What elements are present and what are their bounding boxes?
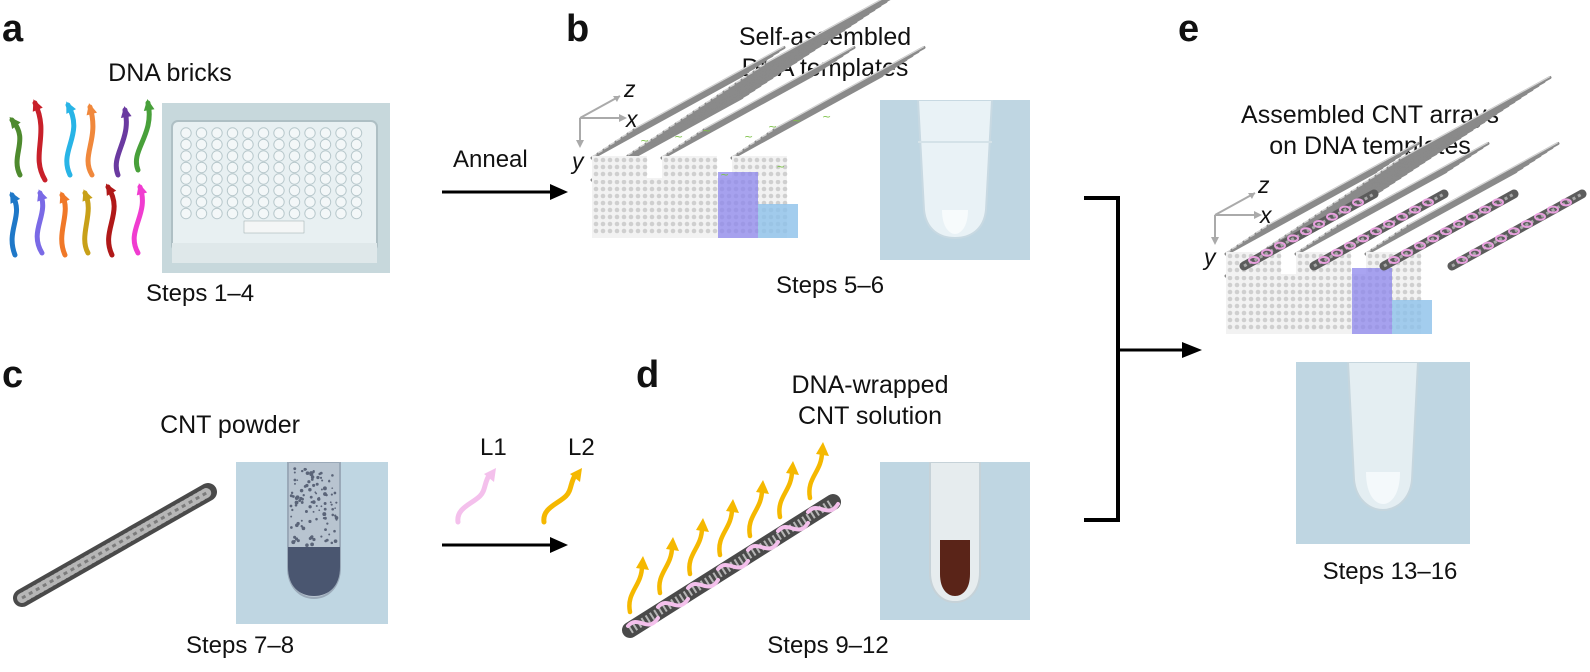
svg-text:~: ~ bbox=[640, 134, 649, 147]
strand-bottom-row bbox=[9, 183, 148, 258]
cnt-speckles bbox=[289, 467, 339, 547]
axes-glyph-e bbox=[1211, 192, 1262, 245]
strand-top-row bbox=[9, 99, 155, 183]
axis-label-y-e: y bbox=[1204, 244, 1216, 270]
dna-template-structure: ~ ~ ~ ~ ~ ~ ~ ~ ~ bbox=[590, 0, 926, 238]
panel-d-steps: Steps 9–12 bbox=[767, 632, 889, 659]
panel-e-title-line1: Assembled CNT arrays bbox=[1241, 101, 1499, 129]
svg-text:~: ~ bbox=[674, 130, 683, 143]
panel-d-title-line1: DNA-wrapped bbox=[791, 371, 949, 399]
l2-strand bbox=[541, 468, 582, 525]
panel-letter-c: c bbox=[2, 354, 24, 396]
panel-letter-d: d bbox=[636, 354, 660, 396]
svg-text:~: ~ bbox=[720, 168, 729, 181]
panel-a-steps: Steps 1–4 bbox=[145, 280, 255, 307]
cnt-array-on-template bbox=[1224, 75, 1587, 334]
axis-label-y-b: y bbox=[572, 148, 584, 174]
axis-label-x-e: x bbox=[1260, 202, 1272, 228]
svg-text:~: ~ bbox=[702, 124, 711, 137]
panel-c-title: CNT powder bbox=[160, 411, 300, 439]
panel-e-steps: Steps 13–16 bbox=[1322, 558, 1458, 585]
panel-b-steps: Steps 5–6 bbox=[775, 272, 885, 299]
cnt-tube-illustration bbox=[13, 483, 217, 607]
svg-text:~: ~ bbox=[768, 120, 777, 133]
well-plate-photo bbox=[162, 103, 390, 273]
axis-label-z-b: z bbox=[624, 76, 636, 102]
axes-glyph-b bbox=[576, 95, 627, 148]
panel-c-steps: Steps 7–8 bbox=[185, 632, 295, 659]
merge-bracket bbox=[1084, 196, 1202, 522]
anneal-arrow bbox=[442, 184, 568, 200]
l1-strand bbox=[455, 468, 496, 525]
svg-text:~: ~ bbox=[744, 130, 753, 143]
template-tube-photo bbox=[880, 100, 1030, 260]
assembled-array-tube-photo bbox=[1296, 362, 1470, 544]
cnt-powder-photo bbox=[236, 462, 388, 624]
l2-label: L2 bbox=[568, 434, 595, 461]
svg-text:~: ~ bbox=[792, 114, 801, 127]
panel-e-title: Assembled CNT arrays on DNA templates bbox=[1210, 100, 1530, 162]
cnt-solution-photo bbox=[880, 462, 1030, 620]
cnt-wrap-arrow bbox=[442, 537, 568, 553]
panel-letter-a: a bbox=[2, 8, 24, 50]
plate-wells bbox=[180, 127, 363, 220]
svg-text:~: ~ bbox=[822, 110, 831, 123]
l1-label: L1 bbox=[480, 434, 507, 461]
panel-d-title-line2: CNT solution bbox=[797, 402, 943, 430]
svg-text:~: ~ bbox=[776, 160, 785, 173]
panel-d-title: DNA-wrapped CNT solution bbox=[750, 370, 990, 432]
dna-brick-strands bbox=[9, 99, 155, 258]
axis-label-x-b: x bbox=[626, 106, 638, 132]
panel-a-title: DNA bricks bbox=[108, 59, 232, 87]
panel-letter-b: b bbox=[566, 8, 590, 50]
anneal-label: Anneal bbox=[453, 146, 528, 173]
panel-letter-e: e bbox=[1178, 8, 1200, 50]
axis-label-z-e: z bbox=[1258, 172, 1270, 198]
dna-wrapped-cnt-illustration bbox=[622, 442, 841, 638]
